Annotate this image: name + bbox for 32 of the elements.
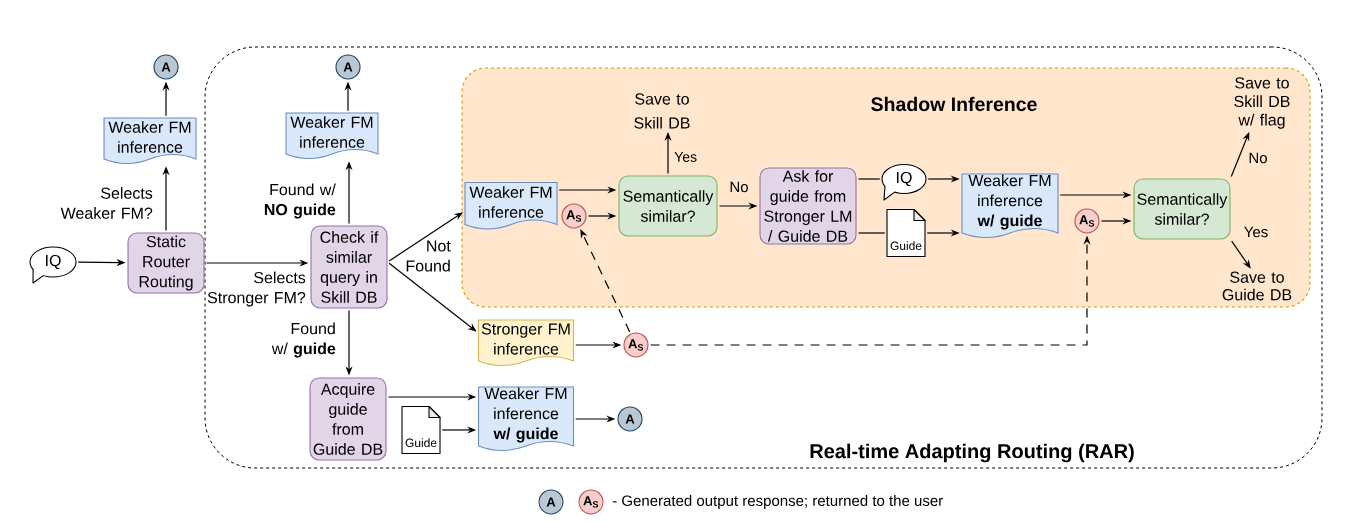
- edge-label: Selects Stronger FM?: [207, 271, 306, 307]
- connector-line: [857, 178, 881, 180]
- decision-box: Semantically similar?: [618, 175, 718, 237]
- outcome-text: Save to Skill DB: [634, 93, 690, 129]
- edge-label: No: [730, 181, 748, 193]
- document-box: Weaker FM inference: [464, 181, 558, 230]
- document-box: Weaker FM inference w/ guide: [961, 173, 1059, 239]
- process-box: Acquire guide from Guide DB: [309, 377, 387, 461]
- outcome-text: Save to Skill DB w/ flag: [1234, 77, 1290, 129]
- document-box: Weaker FM inference: [103, 117, 197, 165]
- speech-bubble: IQ: [881, 163, 927, 201]
- document-box: Weaker FM inference: [285, 112, 379, 160]
- edge-label: No: [1249, 152, 1267, 164]
- edge-label: Selects Weaker FM?: [60, 187, 153, 219]
- edge-label: Yes: [1244, 226, 1268, 238]
- process-box: Check if similar query in Skill DB: [310, 225, 388, 309]
- decision-box: Semantically similar?: [1133, 178, 1231, 240]
- edge-label: Found w/ guide: [271, 322, 336, 358]
- note-document: Guide: [401, 405, 441, 455]
- arrow: [388, 262, 477, 332]
- edge-label: Not Found: [406, 240, 451, 272]
- note-document: Guide: [886, 208, 926, 258]
- edge-label: Found w/ NO guide: [264, 183, 336, 219]
- speech-bubble: IQ: [29, 246, 77, 284]
- document-box: Stronger FM inference: [477, 319, 575, 367]
- process-box: Ask for guide from Stronger LM / Guide DB: [759, 167, 857, 245]
- edge-label: Yes: [674, 152, 697, 162]
- process-box: Static Router Routing: [127, 232, 205, 294]
- connector-line: [857, 232, 886, 234]
- document-box: Weaker FM inference w/ guide: [477, 386, 575, 452]
- outcome-text: Save to Guide DB: [1222, 271, 1292, 301]
- legend-text: - Generated output response; returned to the user: [612, 495, 943, 509]
